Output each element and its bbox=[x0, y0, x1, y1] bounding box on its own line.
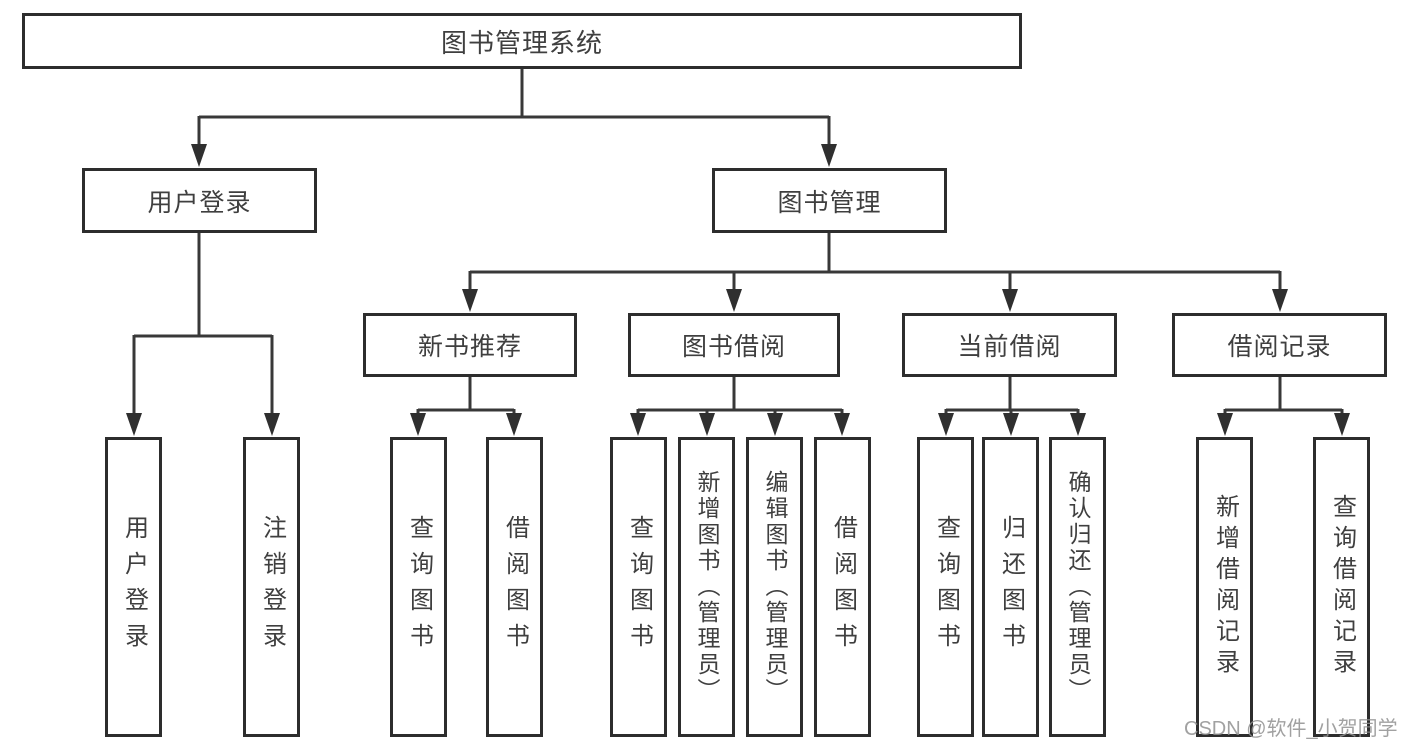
node-borrowing-records: 借阅记录 bbox=[1172, 313, 1387, 377]
node-book-management-branch: 图书管理 bbox=[712, 168, 947, 233]
wire-new-book-subtree bbox=[416, 377, 516, 416]
wire-borrow-record-subtree bbox=[1223, 377, 1344, 416]
arrowhead bbox=[1217, 413, 1233, 436]
arrowhead bbox=[1003, 413, 1019, 436]
arrowhead bbox=[938, 413, 954, 436]
arrowhead bbox=[1002, 289, 1018, 312]
leaf-borrow-borrow-books: 借阅图书 bbox=[814, 437, 871, 737]
arrowhead bbox=[630, 413, 646, 436]
arrowhead bbox=[726, 289, 742, 312]
leaf-logout-login: 注销登录 bbox=[243, 437, 300, 737]
leaf-record-add-borrow-record: 新增借阅记录 bbox=[1196, 437, 1253, 737]
arrowhead bbox=[264, 413, 280, 436]
node-new-book-recommend: 新书推荐 bbox=[363, 313, 577, 377]
leaf-borrow-add-books-admin: 新增图书（管理员） bbox=[678, 437, 735, 737]
node-label: 图书借阅 bbox=[681, 333, 786, 361]
leaf-label: 查询图书 bbox=[405, 515, 433, 659]
node-current-borrowing: 当前借阅 bbox=[902, 313, 1117, 377]
arrowhead bbox=[126, 413, 142, 436]
arrowhead bbox=[699, 413, 715, 436]
node-label: 用户登录 bbox=[147, 188, 252, 217]
leaf-record-query-borrow-record: 查询借阅记录 bbox=[1313, 437, 1370, 737]
arrowhead bbox=[1070, 413, 1086, 436]
arrowhead bbox=[767, 413, 783, 436]
leaf-label: 查询借阅记录 bbox=[1328, 494, 1356, 680]
leaf-label: 编辑图书（管理员） bbox=[762, 470, 788, 704]
leaf-label: 新增图书（管理员） bbox=[694, 470, 720, 704]
wire-book-mgmt-to-level3 bbox=[468, 233, 1282, 292]
node-label: 当前借阅 bbox=[957, 333, 1062, 361]
leaf-current-query-books: 查询图书 bbox=[917, 437, 974, 737]
node-root-system: 图书管理系统 bbox=[22, 13, 1022, 69]
leaf-label: 注销登录 bbox=[258, 515, 286, 659]
wire-book-borrow-subtree bbox=[636, 377, 844, 416]
leaf-label: 查询图书 bbox=[932, 515, 960, 659]
leaf-current-confirm-return-admin: 确认归还（管理员） bbox=[1049, 437, 1106, 737]
arrowhead bbox=[191, 144, 207, 167]
leaf-newbook-borrow-books: 借阅图书 bbox=[486, 437, 543, 737]
leaf-borrow-query-books: 查询图书 bbox=[610, 437, 667, 737]
leaf-label: 确认归还（管理员） bbox=[1065, 470, 1091, 704]
leaf-label: 查询图书 bbox=[625, 515, 653, 659]
wire-user-login-subtree bbox=[132, 233, 274, 416]
node-label: 图书管理 bbox=[777, 188, 882, 217]
node-root-label: 图书管理系统 bbox=[440, 27, 603, 58]
node-book-borrowing: 图书借阅 bbox=[628, 313, 840, 377]
arrowhead bbox=[462, 289, 478, 312]
leaf-current-return-books: 归还图书 bbox=[982, 437, 1039, 737]
node-label: 新书推荐 bbox=[417, 333, 522, 361]
arrowhead bbox=[410, 413, 426, 436]
csdn-watermark: CSDN @软件_小贺同学 bbox=[1184, 718, 1398, 740]
arrowhead bbox=[1334, 413, 1350, 436]
leaf-borrow-edit-books-admin: 编辑图书（管理员） bbox=[746, 437, 803, 737]
leaf-label: 新增借阅记录 bbox=[1211, 494, 1239, 680]
arrowhead bbox=[834, 413, 850, 436]
arrowhead bbox=[506, 413, 522, 436]
leaf-label: 归还图书 bbox=[997, 515, 1025, 659]
leaf-user-login: 用户登录 bbox=[105, 437, 162, 737]
node-user-login-branch: 用户登录 bbox=[82, 168, 317, 233]
leaf-label: 借阅图书 bbox=[829, 515, 857, 659]
leaf-label: 用户登录 bbox=[120, 515, 148, 659]
node-label: 借阅记录 bbox=[1227, 333, 1332, 361]
wire-root-to-level2 bbox=[197, 69, 831, 148]
arrowhead bbox=[1272, 289, 1288, 312]
arrowhead bbox=[821, 144, 837, 167]
wire-current-borrow-subtree bbox=[944, 377, 1080, 416]
leaf-newbook-query-books: 查询图书 bbox=[390, 437, 447, 737]
leaf-label: 借阅图书 bbox=[501, 515, 529, 659]
